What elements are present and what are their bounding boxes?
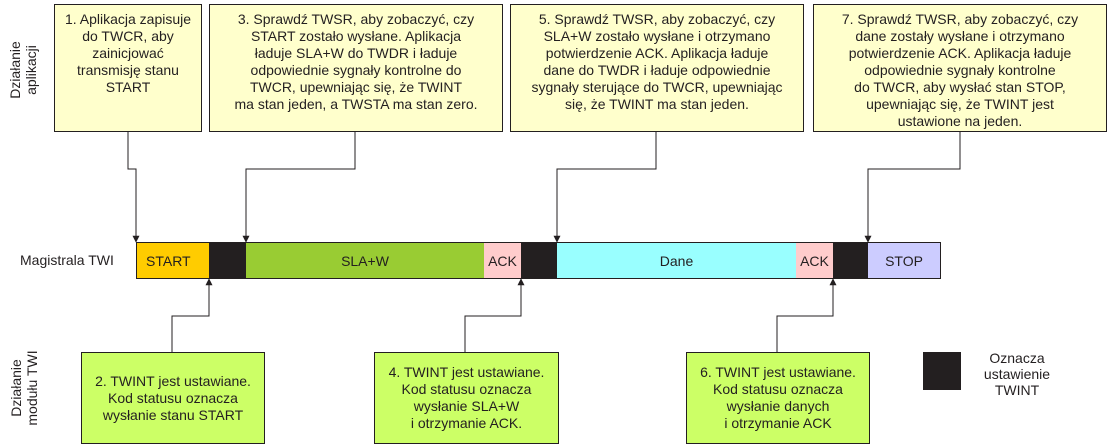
connector-step-2 bbox=[171, 278, 213, 352]
bus-segment-data: Dane bbox=[557, 242, 796, 279]
bus-segment-twint bbox=[521, 242, 557, 279]
connector-step-5 bbox=[553, 132, 657, 243]
lane-label-module: Działanie modułu TWI bbox=[8, 350, 40, 426]
app-step-1: 1. Aplikacja zapisuje do TWCR, aby zaini… bbox=[54, 4, 202, 132]
bus-segment-ack: ACK bbox=[796, 242, 833, 279]
app-step-7: 7. Sprawdź TWSR, aby zobaczyć, czy dane … bbox=[813, 4, 1107, 132]
legend-twint-label: Oznacza ustawienie TWINT bbox=[983, 350, 1051, 398]
app-step-3: 3. Sprawdź TWSR, aby zobaczyć, czy START… bbox=[209, 4, 503, 132]
bus-segment-stop: STOP bbox=[868, 242, 941, 279]
bus-segment-ack: ACK bbox=[484, 242, 521, 279]
bus-segment-twint bbox=[209, 242, 246, 279]
module-step-6: 6. TWINT jest ustawiane. Kod statusu ozn… bbox=[686, 352, 870, 444]
bus-segment-label: STOP bbox=[885, 252, 923, 269]
module-step-4: 4. TWINT jest ustawiane. Kod statusu ozn… bbox=[374, 352, 559, 444]
bus-segment-label: ACK bbox=[488, 252, 517, 269]
module-step-2: 2. TWINT jest ustawiane. Kod statusu ozn… bbox=[81, 352, 265, 444]
legend-twint-swatch bbox=[923, 352, 961, 390]
bus-segment-start: START bbox=[136, 242, 210, 279]
connector-step-1 bbox=[127, 132, 140, 243]
lane-label-bus: Magistrala TWI bbox=[20, 252, 114, 268]
app-step-5: 5. Sprawdź TWSR, aby zobaczyć, czy SLA+W… bbox=[510, 4, 804, 132]
bus-segment-label: SLA+W bbox=[341, 252, 389, 269]
bus-segment-label: ACK bbox=[800, 252, 829, 269]
connector-step-3 bbox=[242, 132, 356, 243]
connector-step-4 bbox=[464, 278, 525, 352]
lane-label-application: Działanie aplikacji bbox=[7, 41, 39, 99]
bus-segment-label: Dane bbox=[659, 252, 694, 269]
bus-segment-sla-w: SLA+W bbox=[246, 242, 484, 279]
connector-step-6 bbox=[776, 278, 837, 352]
bus-segment-twint bbox=[833, 242, 868, 279]
connector-step-7 bbox=[864, 132, 961, 243]
bus-segment-label: START bbox=[146, 252, 191, 269]
